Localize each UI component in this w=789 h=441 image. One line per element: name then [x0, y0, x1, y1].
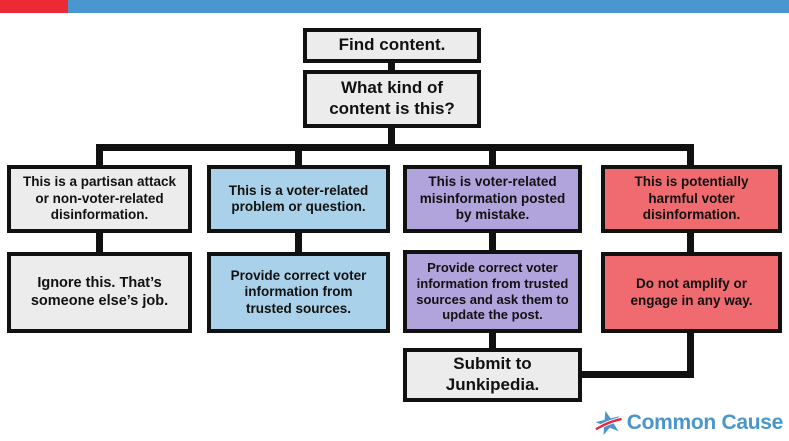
common-cause-logo-text: Common Cause	[626, 411, 784, 434]
connector-drop-branch-4	[687, 144, 694, 168]
node-branch-disinfo-action: Do not amplify or engage in any way.	[601, 252, 782, 333]
common-cause-star-icon	[594, 410, 622, 436]
connector-drop-branch-2	[295, 144, 302, 168]
connector-action4-submit	[579, 371, 694, 378]
common-cause-logo: Common Cause	[594, 409, 784, 437]
node-branch-problem-action: Provide correct voter information from t…	[207, 252, 390, 333]
topbar-red-segment	[0, 0, 68, 13]
node-branch-disinfo-statement: This is potentially harmful voter disinf…	[601, 165, 782, 233]
connector-action3-submit	[489, 330, 496, 350]
node-submit-junkipedia: Submit to Junkipedia.	[403, 348, 582, 402]
node-branch-partisan-statement: This is a partisan attack or non-voter-r…	[7, 165, 192, 233]
node-branch-mistake-action: Provide correct voter information from t…	[403, 250, 582, 333]
node-find-content: Find content.	[303, 28, 481, 63]
connector-drop-branch-1	[96, 144, 103, 168]
node-branch-mistake-statement: This is voter-related misinformation pos…	[403, 165, 582, 233]
connector-statement-action-2	[295, 230, 302, 255]
node-branch-problem-statement: This is a voter-related problem or quest…	[207, 165, 390, 233]
connector-statement-action-1	[96, 230, 103, 255]
connector-question-stem	[388, 125, 395, 148]
connector-start-question	[388, 60, 395, 73]
topbar-blue-segment	[68, 0, 789, 13]
node-question: What kind of content is this?	[303, 70, 481, 128]
connector-statement-action-3	[489, 230, 496, 253]
connector-drop-branch-3	[489, 144, 496, 168]
node-branch-partisan-action: Ignore this. That’s someone else’s job.	[7, 252, 192, 333]
connector-statement-action-4	[687, 230, 694, 255]
connector-branch-bar	[96, 144, 694, 151]
connector-action4-down	[687, 330, 694, 378]
